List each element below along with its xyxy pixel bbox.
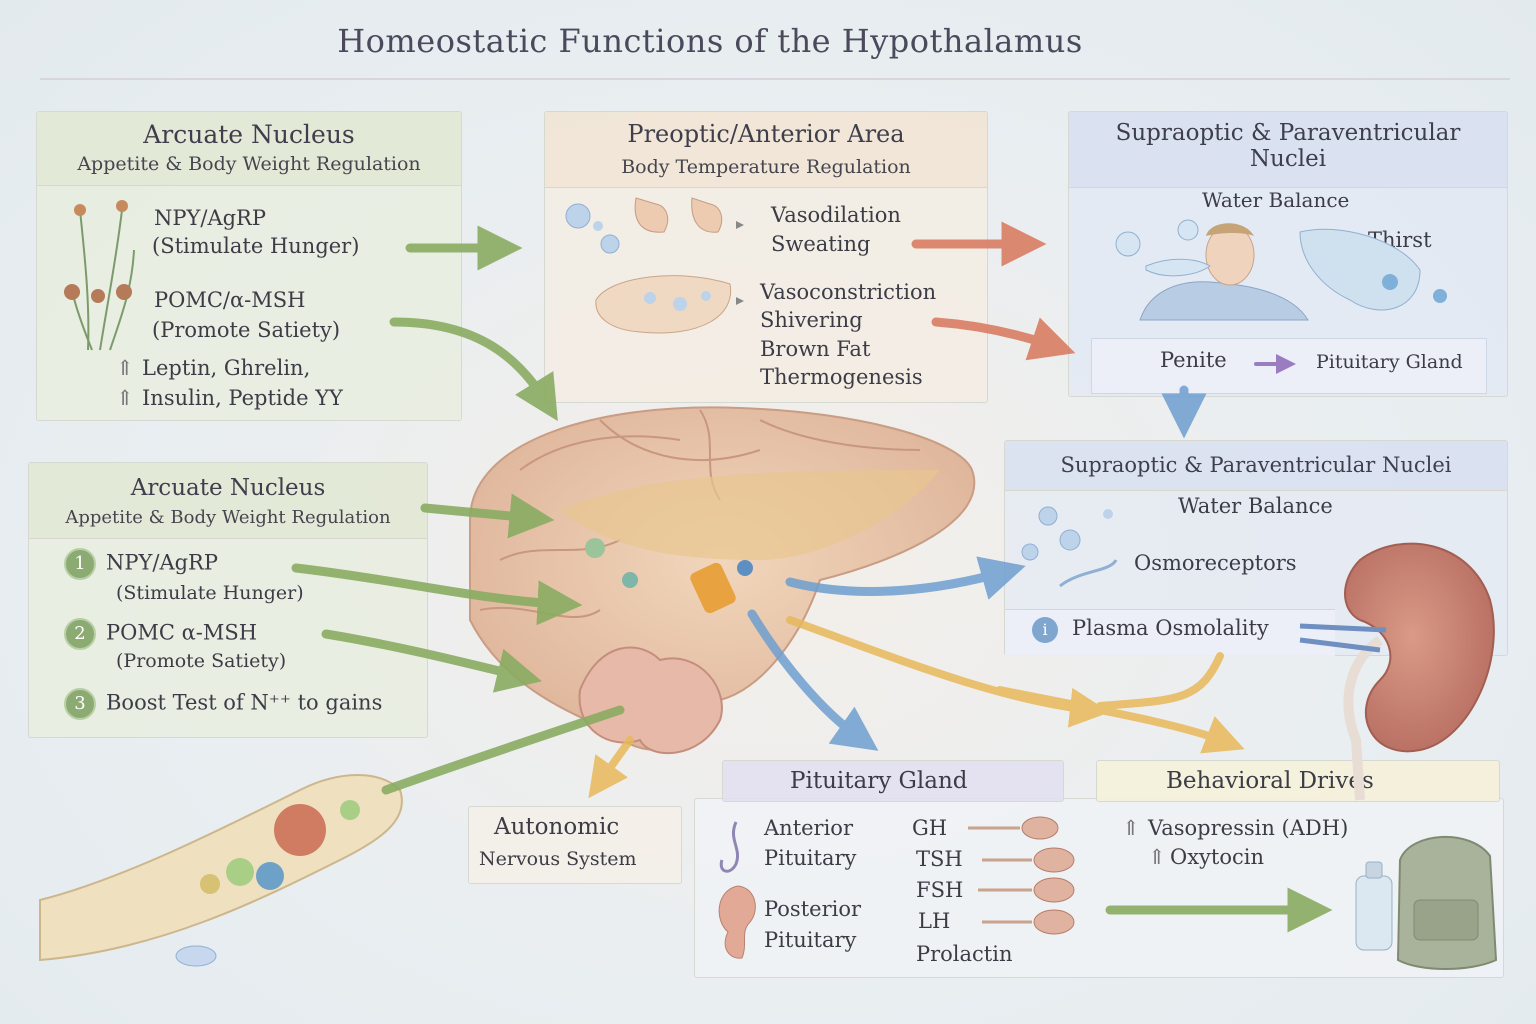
hormone-gh: GH xyxy=(912,816,948,840)
pituitary-header xyxy=(722,760,1064,802)
step-sub: (Stimulate Hunger) xyxy=(116,582,304,604)
up-arrow-icon: ⇑ xyxy=(1122,816,1140,840)
arcuate-top-subtitle: Appetite & Body Weight Regulation xyxy=(77,153,421,175)
hormone-tsh: TSH xyxy=(916,847,963,871)
arcuate-bottom-subtitle: Appetite & Body Weight Regulation xyxy=(65,507,391,528)
step-label: Boost Test of N⁺⁺ to gains xyxy=(106,690,383,715)
preoptic-panel: Preoptic/Anterior Area Body Temperature … xyxy=(544,111,988,403)
list-item: 3 Boost Test of N⁺⁺ to gains xyxy=(64,688,382,720)
anterior-label-1: Anterior xyxy=(764,816,853,840)
step-label: NPY/AgRP xyxy=(106,550,218,575)
arcuate-bottom-title: Arcuate Nucleus xyxy=(130,475,326,501)
step-number-badge: 1 xyxy=(64,548,96,580)
hormone-fsh: FSH xyxy=(916,878,964,902)
penite-label: Penite xyxy=(1160,348,1227,372)
supraoptic-panel-top: Supraoptic & Paraventricular Nuclei xyxy=(1068,111,1508,397)
npy-agrp-label: NPY/AgRP xyxy=(154,206,266,230)
arcuate-panel-top: Arcuate Nucleus Appetite & Body Weight R… xyxy=(36,111,462,421)
hormones-line-1: Leptin, Ghrelin, xyxy=(142,356,311,380)
brown-fat-label: Brown Fat xyxy=(760,337,871,361)
list-item: 2 POMC α-MSH xyxy=(64,618,257,650)
hormone-prolactin: Prolactin xyxy=(916,942,1013,966)
hormones-line-2: Insulin, Peptide YY xyxy=(142,386,343,410)
up-arrow-icon: ⇑ xyxy=(116,386,134,410)
anterior-label-2: Pituitary xyxy=(764,846,857,870)
info-icon: ⅰ xyxy=(1032,617,1058,643)
pituitary-gland-link-label: Pituitary Gland xyxy=(1316,351,1463,373)
thermogenesis-label: Thermogenesis xyxy=(760,365,923,389)
list-item: 1 NPY/AgRP xyxy=(64,548,218,580)
osmoreceptors-label: Osmoreceptors xyxy=(1134,551,1297,575)
thirst-label: Thirst xyxy=(1368,228,1432,252)
shivering-label: Shivering xyxy=(760,308,863,332)
preoptic-subtitle: Body Temperature Regulation xyxy=(621,156,911,178)
title-divider xyxy=(40,78,1510,80)
npy-agrp-sub: (Stimulate Hunger) xyxy=(152,234,360,258)
oxytocin-label: Oxytocin xyxy=(1170,845,1265,869)
vasoconstriction-label: Vasoconstriction xyxy=(760,280,937,304)
pomc-label: POMC/α-MSH xyxy=(154,288,306,312)
nervous-system-label: Nervous System xyxy=(479,848,637,870)
hormone-lh: LH xyxy=(918,909,951,933)
posterior-label-2: Pituitary xyxy=(764,928,857,952)
pituitary-title: Pituitary Gland xyxy=(790,768,968,794)
posterior-label-1: Posterior xyxy=(764,897,862,921)
step-label: POMC α-MSH xyxy=(106,620,258,645)
supraoptic-top-title-1: Supraoptic & Paraventricular xyxy=(1115,120,1461,146)
page-title: Homeostatic Functions of the Hypothalamu… xyxy=(337,22,1083,60)
pomc-sub: (Promote Satiety) xyxy=(152,318,341,342)
sweating-label: Sweating xyxy=(771,232,871,256)
autonomic-label: Autonomic xyxy=(494,814,620,840)
behavioral-title: Behavioral Drives xyxy=(1166,768,1374,794)
water-balance-mid-label: Water Balance xyxy=(1178,494,1333,518)
vasodilation-label: Vasodilation xyxy=(771,203,901,227)
supraoptic-mid-title: Supraoptic & Paraventricular Nuclei xyxy=(1060,453,1452,477)
step-number-badge: 3 xyxy=(64,688,96,720)
up-arrow-icon: ⇑ xyxy=(1148,845,1166,869)
step-sub: (Promote Satiety) xyxy=(116,650,287,672)
up-arrow-icon: ⇑ xyxy=(116,356,134,380)
vasopressin-label: Vasopressin (ADH) xyxy=(1148,816,1349,840)
autonomic-panel xyxy=(468,806,682,884)
supraoptic-top-title-2: Nuclei xyxy=(1249,146,1327,172)
water-balance-top-label: Water Balance xyxy=(1202,188,1350,212)
behavioral-header xyxy=(1096,760,1500,802)
step-number-badge: 2 xyxy=(64,618,96,650)
preoptic-title: Preoptic/Anterior Area xyxy=(627,120,905,148)
plasma-osmolality-label: Plasma Osmolality xyxy=(1072,616,1269,640)
arcuate-top-title: Arcuate Nucleus xyxy=(143,120,355,149)
